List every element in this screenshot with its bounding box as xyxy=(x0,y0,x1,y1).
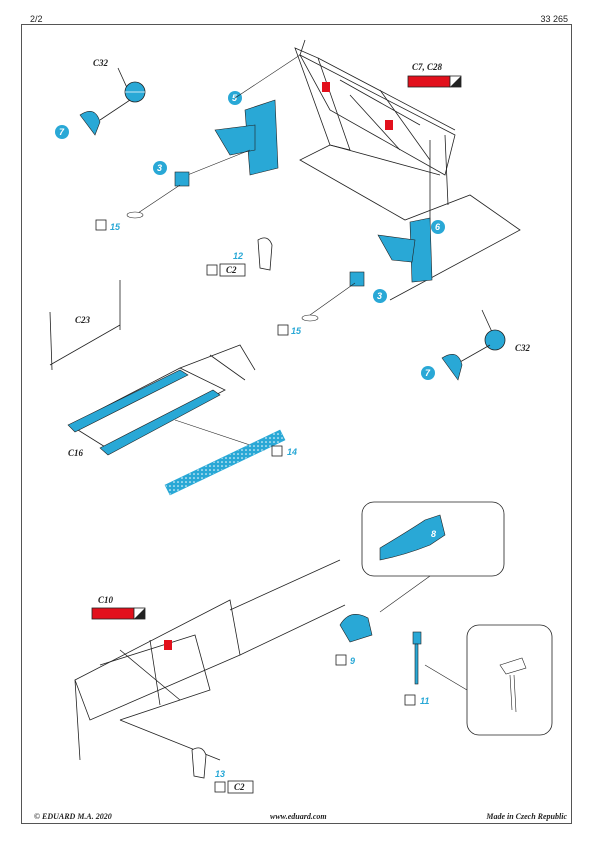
paint-spot-top-b xyxy=(385,120,393,130)
num-15-bottom: 15 xyxy=(291,326,302,336)
label-c2-b: C2 xyxy=(234,782,245,792)
num-15-top: 15 xyxy=(110,222,121,232)
num-8: 8 xyxy=(431,529,436,539)
num-12: 12 xyxy=(233,251,243,261)
instruction-frame xyxy=(21,24,572,824)
fuselage-frame-top xyxy=(294,39,521,301)
c32-top-part xyxy=(117,67,146,103)
num-6: 6 xyxy=(435,222,441,232)
kit-code: 33 265 xyxy=(540,14,568,24)
rail-left xyxy=(67,369,189,433)
num-13: 13 xyxy=(215,769,225,779)
paint-legend-top xyxy=(407,75,462,88)
label-c32-top: C32 xyxy=(93,58,109,68)
c32-right-part xyxy=(481,309,506,351)
part-9 xyxy=(339,613,373,643)
part-6-bracket xyxy=(377,217,433,283)
part-3-top xyxy=(174,171,190,187)
part-8 xyxy=(379,514,446,561)
part-5-bracket xyxy=(214,99,279,176)
detail-bubble-right xyxy=(466,624,553,736)
num-7-top: 7 xyxy=(59,127,65,137)
num-11: 11 xyxy=(420,696,429,706)
part-11 xyxy=(412,631,422,685)
part-3-bottom xyxy=(349,271,365,287)
seat-frame xyxy=(49,280,256,451)
label-c2-a: C2 xyxy=(226,265,237,275)
footer-website: www.eduard.com xyxy=(270,812,327,821)
num-14: 14 xyxy=(287,447,297,457)
paint-spot-bottom xyxy=(164,640,172,650)
fuselage-frame-bottom xyxy=(74,559,346,761)
label-c32-right: C32 xyxy=(515,343,531,353)
part-7-bottom xyxy=(441,353,463,381)
part-13 xyxy=(191,747,207,779)
label-c10: C10 xyxy=(98,595,114,605)
pin-15-bottom xyxy=(301,314,319,322)
num-9: 9 xyxy=(350,656,355,666)
part-14-mesh xyxy=(164,429,286,496)
label-c16: C16 xyxy=(68,448,84,458)
label-c23: C23 xyxy=(75,315,91,325)
label-c7-c28: C7, C28 xyxy=(412,62,443,72)
part-12 xyxy=(257,237,273,271)
footer-origin: Made in Czech Republic xyxy=(486,812,567,821)
rail-right xyxy=(99,389,221,456)
part-7-top xyxy=(79,110,101,136)
paint-spot-top-a xyxy=(322,82,330,92)
pin-15-top xyxy=(126,211,144,219)
paint-legend-bottom xyxy=(91,607,146,620)
num-3-bottom: 3 xyxy=(377,291,382,301)
page-number: 2/2 xyxy=(30,14,43,24)
num-3-top: 3 xyxy=(157,163,162,173)
num-7-bottom: 7 xyxy=(425,368,431,378)
footer-copyright: © EDUARD M.A. 2020 xyxy=(34,812,112,821)
